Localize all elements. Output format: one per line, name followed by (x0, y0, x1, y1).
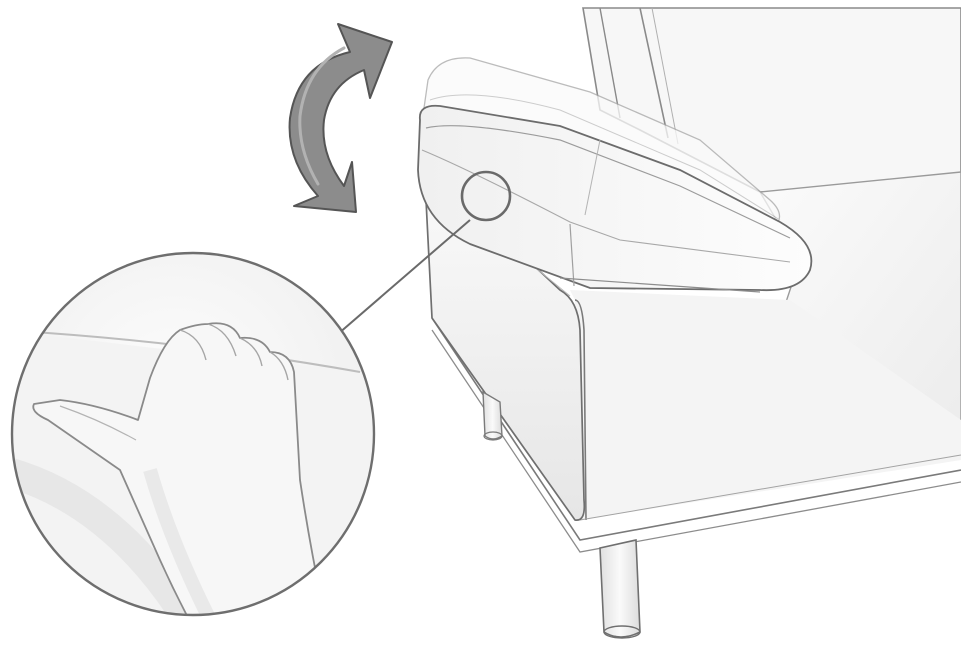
detail-magnifier (0, 253, 420, 652)
rotate-arrow-icon (290, 24, 392, 212)
